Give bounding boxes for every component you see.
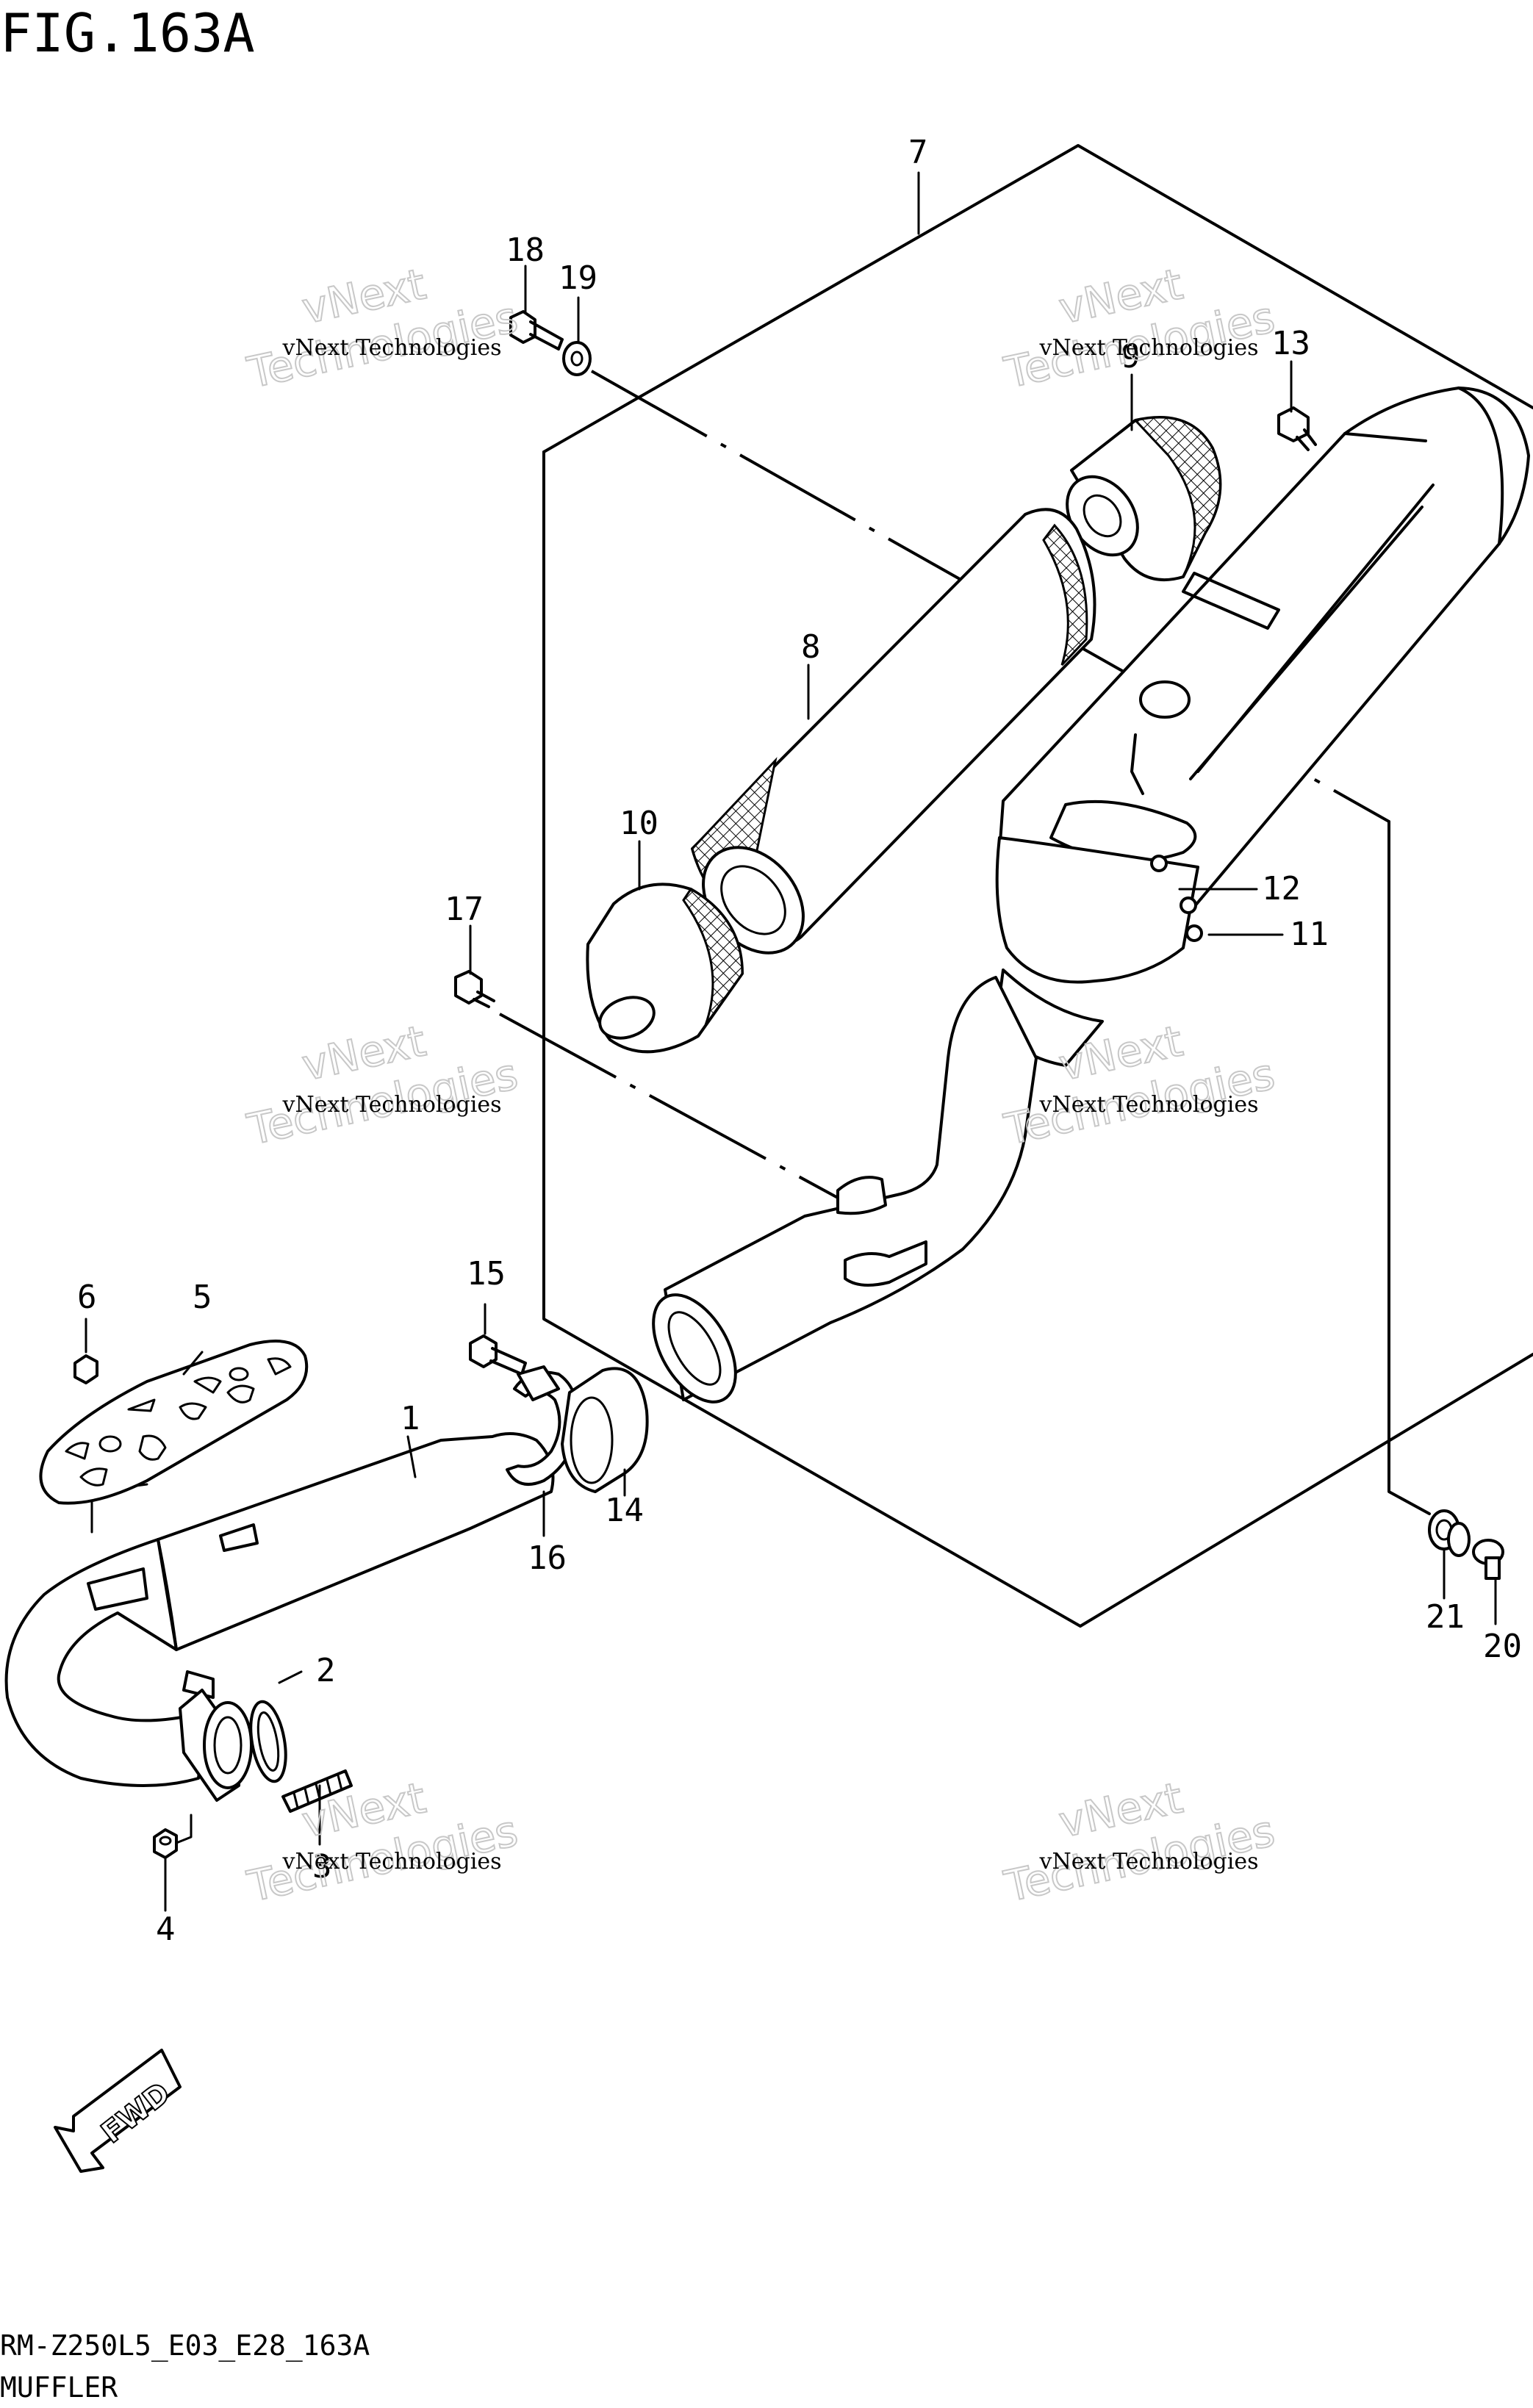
bolt-17 (454, 970, 495, 1008)
callout-3: 3 (312, 1848, 332, 1886)
callout-1: 1 (401, 1400, 420, 1437)
svg-text:vNext Technologies: vNext Technologies (1039, 1849, 1259, 1875)
gasket-2 (249, 1700, 287, 1783)
muffler-assembly (652, 387, 1530, 1404)
svg-text:vNext Technologies: vNext Technologies (1039, 1092, 1259, 1118)
callout-9: 9 (1121, 338, 1141, 375)
grommet-21 (1447, 1522, 1471, 1557)
callout-13: 13 (1271, 325, 1310, 362)
nut-6 (73, 1354, 98, 1384)
washer-19 (562, 341, 592, 376)
callout-15: 15 (467, 1255, 506, 1293)
bolt-13 (1277, 406, 1317, 451)
clamp-16 (506, 1365, 579, 1486)
callout-12: 12 (1262, 870, 1301, 908)
exhaust-pipe (4, 1432, 555, 1846)
callout-11: 11 (1290, 916, 1329, 953)
svg-text:vNext Technologies: vNext Technologies (282, 1092, 502, 1118)
figure-title: FIG.163A (0, 2, 255, 64)
callout-18: 18 (506, 231, 545, 269)
gasket-14 (561, 1367, 649, 1493)
callout-20: 20 (1483, 1628, 1522, 1665)
callout-14: 14 (605, 1492, 644, 1529)
svg-text:vNext Technologies: vNext Technologies (1039, 335, 1259, 361)
callout-2: 2 (316, 1652, 336, 1689)
callout-7: 7 (908, 134, 928, 171)
callout-8: 8 (801, 628, 821, 666)
nut-4 (153, 1828, 178, 1859)
watermark-6: vNext Technologies vNext Technologies (999, 1772, 1280, 1912)
callout-4: 4 (156, 1911, 176, 1948)
callout-5: 5 (193, 1279, 212, 1316)
callout-10: 10 (620, 805, 658, 842)
bolt-20 (1472, 1539, 1504, 1580)
watermark-3: vNext Technologies vNext Technologies (243, 1015, 523, 1155)
front-cap (586, 883, 744, 1054)
callout-21: 21 (1426, 1598, 1465, 1636)
end-cap (1066, 416, 1222, 582)
stud-3 (281, 1769, 353, 1813)
fwd-arrow-icon: FWD (54, 2049, 182, 2173)
bolt-15 (469, 1334, 527, 1376)
section-name: MUFFLER (0, 2371, 118, 2404)
callout-19: 19 (559, 259, 597, 297)
bolt-18 (509, 310, 564, 351)
watermark-1: vNext Technologies vNext Technologies (243, 258, 523, 398)
watermark-2: vNext Technologies vNext Technologies (999, 258, 1280, 398)
callout-16: 16 (528, 1539, 567, 1577)
svg-text:vNext Technologies: vNext Technologies (282, 335, 502, 361)
callout-6: 6 (77, 1279, 97, 1316)
callout-labels: 7 9 8 10 12 11 13 17 18 19 1 2 3 4 5 6 1… (77, 134, 1522, 1948)
svg-text:vNext Technologies: vNext Technologies (282, 1849, 502, 1875)
heat-shield-5 (39, 1340, 309, 1505)
leader-lines (85, 171, 1497, 1912)
model-code: RM-Z250L5_E03_E28_163A (0, 2329, 370, 2362)
callout-17: 17 (445, 891, 484, 928)
assembly-outline (542, 144, 1533, 1628)
